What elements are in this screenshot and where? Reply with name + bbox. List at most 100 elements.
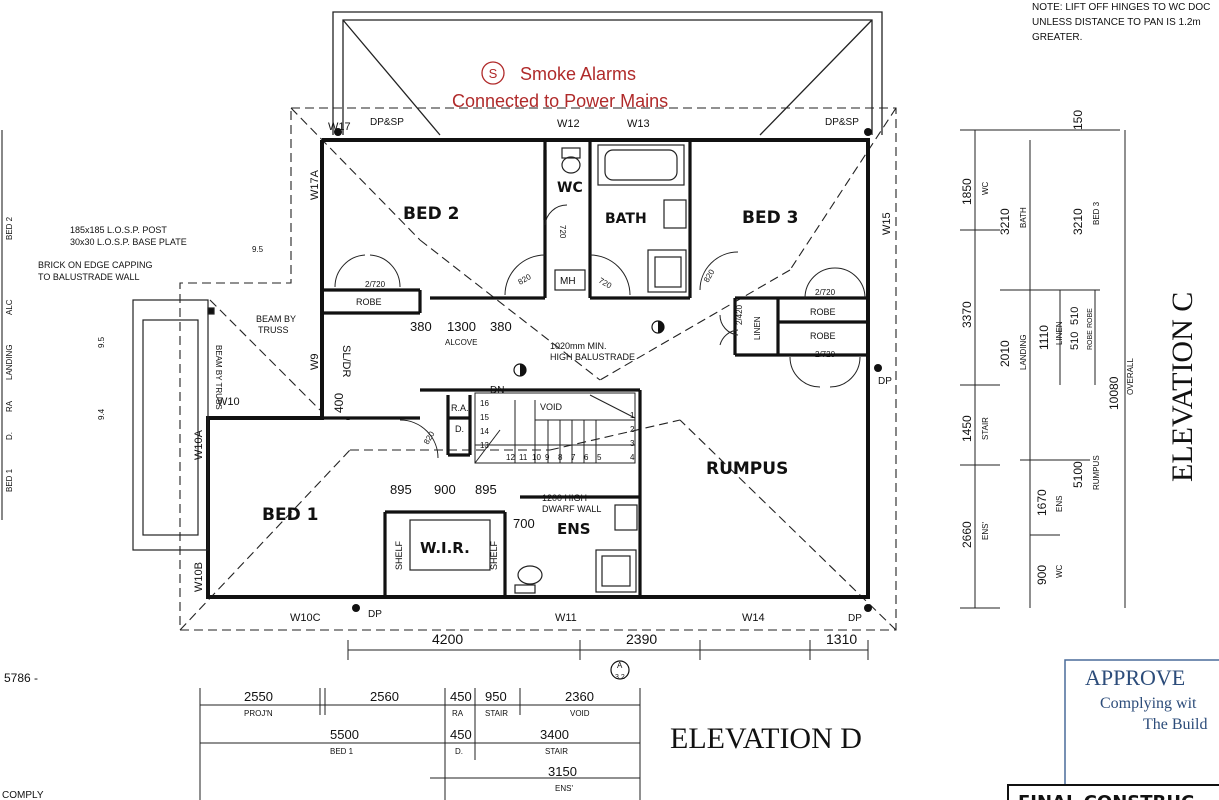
section-sheet: 3.2 <box>615 674 625 681</box>
stair-step-number: 14 <box>480 427 489 436</box>
approval-stamp <box>1064 659 1219 800</box>
left-edge-comply: COMPLY <box>2 790 44 800</box>
stair-step-number: 9 <box>545 453 550 462</box>
dim-900: 900 <box>434 482 456 497</box>
downpipe-dp-right: DP <box>878 376 892 387</box>
final-construction-box <box>1007 784 1219 800</box>
roof-outline <box>332 11 883 136</box>
smoke-alarm-line-1: Smoke Alarms <box>520 64 636 84</box>
elev-c-c2-b: 2010 <box>998 340 1012 367</box>
elev-c-c2-a: 3210 <box>998 208 1012 235</box>
void-label: VOID <box>540 402 563 412</box>
callout-beam-vertical: BEAM BY TRUSS <box>214 345 223 410</box>
left-edge-alc: ALC <box>5 299 14 315</box>
dim-895-b: 895 <box>475 482 497 497</box>
room-label-rumpus: RUMPUS <box>706 459 788 479</box>
elev-d-r1-sub-d: STAIR <box>485 709 508 718</box>
callout-post-2: 30x30 L.O.S.P. BASE PLATE <box>70 237 187 247</box>
elev-d-r2-sub-a: BED 1 <box>330 747 354 756</box>
elev-d-r1-e: 2360 <box>565 689 594 704</box>
stair-step-number: 11 <box>519 453 528 462</box>
elev-d-r2-b: 450 <box>450 727 472 742</box>
elev-d-r3-a: 3150 <box>548 764 577 779</box>
elev-c-c1-d: 2660 <box>960 521 974 548</box>
elevation-c-title: ELEVATION C <box>1166 292 1199 482</box>
stair-step-number: 7 <box>571 453 576 462</box>
window-w15: W15 <box>881 212 893 235</box>
downpipe-dots <box>334 128 882 612</box>
elev-d-r1-sub-e: VOID <box>570 709 590 718</box>
left-edge-landing: LANDING <box>5 344 14 380</box>
callout-beam-truss-2: TRUSS <box>258 325 289 335</box>
eaves-outline <box>179 107 897 631</box>
left-edge-ra: RA <box>5 400 14 412</box>
elev-d-r1-b: 2560 <box>370 689 399 704</box>
window-w10b: W10B <box>193 562 205 592</box>
callout-balustrade-2: HIGH BALUSTRADE <box>550 352 635 362</box>
dim-1300: 1300 <box>447 319 476 334</box>
stamp-line-2: The Build <box>1143 716 1207 733</box>
shelf-left-label: SHELF <box>394 540 404 570</box>
elevation-d-title: ELEVATION D <box>670 722 862 755</box>
door-bath-720: 720 <box>597 276 614 291</box>
stamp-approved: APPROVE <box>1085 665 1185 690</box>
room-label-bed1: BED 1 <box>262 505 318 525</box>
elev-d-r1-c: 450 <box>450 689 472 704</box>
elev-c-c2-sub-b: LANDING <box>1019 334 1028 370</box>
elev-c-c4-d: 5100 <box>1071 461 1085 488</box>
d-label: D. <box>455 424 464 434</box>
door-robe-a: 2/720 <box>815 288 836 297</box>
elev-c-c3-c: 510 <box>1069 332 1081 350</box>
dim-9-5-b: 9.5 <box>97 336 106 348</box>
callout-beam-truss-1: BEAM BY <box>256 314 296 324</box>
elev-c-c2-sub-d: WC <box>1055 564 1064 578</box>
dim-9-4: 9.4 <box>97 408 106 420</box>
room-label-bed2: BED 2 <box>403 204 459 224</box>
stair-step-number: 15 <box>480 413 489 422</box>
door-bed2-robe: 2/720 <box>365 280 386 289</box>
stair-step-number: 13 <box>480 441 489 450</box>
room-label-bath: BATH <box>605 211 647 227</box>
dim-bottom-1310: 1310 <box>826 631 857 647</box>
interior-walls <box>322 140 868 597</box>
smoke-alarm-line-2: Connected to Power Mains <box>452 91 668 111</box>
robe-label-a: ROBE <box>810 307 836 317</box>
downpipe-right-label: DP&SP <box>825 117 859 128</box>
dn-label: DN <box>490 385 504 396</box>
elev-c-c3-b: 510 <box>1069 307 1081 325</box>
dim-895-a: 895 <box>390 482 412 497</box>
robe-label-bed2: ROBE <box>356 297 382 307</box>
elev-c-c2-d: 900 <box>1035 565 1049 585</box>
downpipe-dp-bottom-left: DP <box>368 609 382 620</box>
door-swings <box>334 204 866 459</box>
balcony <box>132 299 215 551</box>
door-bed2-820: 820 <box>517 272 534 287</box>
elev-d-r1-sub-a: PROJ'N <box>244 709 273 718</box>
elev-d-r1-d: 950 <box>485 689 507 704</box>
stair-step-number: 12 <box>506 453 515 462</box>
section-letter: A <box>617 661 623 670</box>
left-edge-d: D. <box>5 432 14 440</box>
elev-c-c2-sub-c: ENS <box>1055 496 1064 512</box>
elev-c-c1-c: 1450 <box>960 415 974 442</box>
stair-step-number: 2 <box>630 425 635 434</box>
stair-step-number: 10 <box>532 453 541 462</box>
dim-380-a: 380 <box>410 319 432 334</box>
elev-c-c1-sub-d: ENS' <box>981 522 990 540</box>
room-label-ens: ENS <box>557 520 591 538</box>
dim-bottom-4200: 4200 <box>432 631 463 647</box>
note-line-3: GREATER. <box>1032 32 1082 43</box>
stair-step-number: 16 <box>480 399 489 408</box>
elev-c-c1-sub-a: WC <box>981 181 990 195</box>
window-w9: W9 <box>309 354 321 371</box>
stair-step-number: 1 <box>630 411 635 420</box>
downpipe-dp-bottom-right: DP <box>848 613 862 624</box>
dim-400: 400 <box>332 393 346 413</box>
elev-d-r3-sub-a: ENS' <box>555 784 573 793</box>
elev-c-c2-c: 1670 <box>1035 489 1049 516</box>
dim-bottom-2390: 2390 <box>626 631 657 647</box>
callout-alcove: ALCOVE <box>445 338 477 347</box>
elev-d-r2-a: 5500 <box>330 727 359 742</box>
window-sldr: SL/DR <box>340 345 352 377</box>
